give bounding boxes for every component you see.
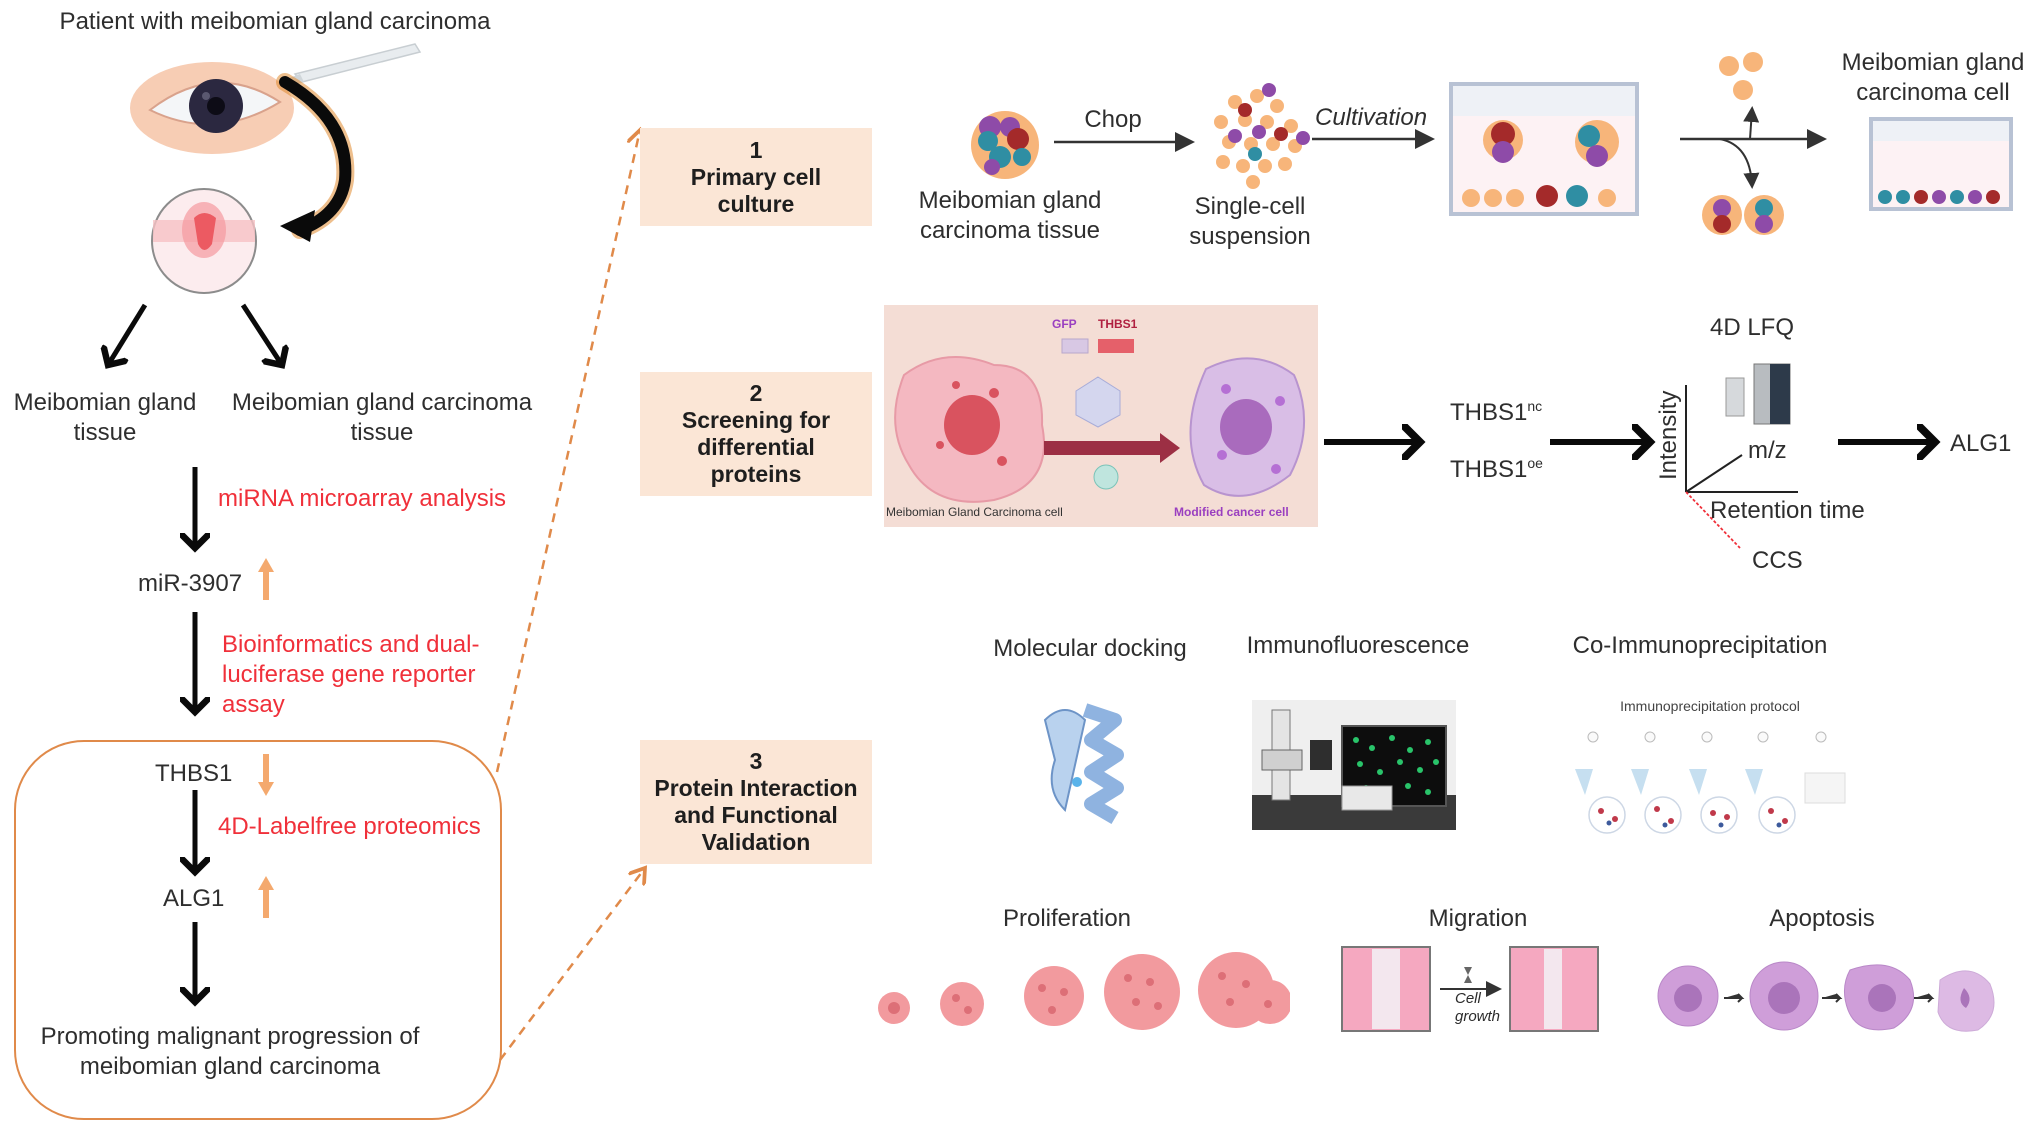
step-2-box: 2 Screening for differential proteins	[640, 372, 872, 496]
connector-to-step1	[495, 130, 640, 773]
alg1-label: ALG1	[163, 885, 225, 912]
wound-healing-icon	[1341, 946, 1599, 1032]
hourglass-icon	[1464, 967, 1472, 983]
axis-ccs-label: CCS	[1752, 547, 1803, 574]
step-3-number: 3	[749, 748, 763, 774]
chop-label: Chop	[1084, 106, 1142, 133]
proteomics-method-label: 4D-Labelfree proteomics	[218, 813, 481, 840]
step-1-box: 1 Primary cell culture	[640, 128, 872, 226]
ip-protocol-diagram	[1575, 731, 1846, 834]
lfq-axes	[1685, 385, 1798, 549]
transfection-panel: GFP THBS1 Meibomian Gland Carcinoma cell…	[884, 305, 1318, 527]
step-3-box: 3 Protein Interaction and Functional Val…	[640, 740, 872, 864]
virus-vector-icon	[1075, 376, 1121, 428]
proliferation-clusters-icon	[878, 952, 1290, 1030]
lesion-magnified-icon	[151, 188, 257, 294]
removed-fibroblasts-icon	[1719, 52, 1763, 100]
tissue-cluster-icon	[971, 111, 1039, 179]
assay-immunofluorescence-label: Immunofluorescence	[1246, 632, 1470, 659]
axis-intensity-label: Intensity	[1655, 390, 1682, 480]
modified-cell-label: Modified cancer cell	[1174, 505, 1289, 519]
lfq-result-alg1: ALG1	[1950, 430, 2012, 457]
assay-apoptosis-label: Apoptosis	[1769, 905, 1875, 932]
assay-coip-label: Co-Immunoprecipitation	[1572, 632, 1828, 659]
arrow-to-carcinoma-tissue	[240, 303, 282, 365]
mass-spectrometer-icon	[1725, 363, 1791, 425]
protein-docking-icon	[1043, 703, 1124, 825]
single-cell-suspension-icon	[1214, 83, 1310, 189]
patient-title: Patient with meibomian gland carcinoma	[59, 8, 491, 35]
ip-protocol-title: Immunoprecipitation protocol	[1620, 698, 1800, 714]
gfp-label: GFP	[1052, 317, 1077, 331]
fluorescence-microscope-icon	[1252, 700, 1456, 830]
mir-up-arrow-icon	[258, 558, 274, 600]
arrow-to-normal-tissue	[108, 303, 148, 365]
apoptosis-stages-icon	[1657, 961, 1995, 1032]
group-oe-label: THBS1oe	[1450, 455, 1543, 483]
curved-arrow-icon	[279, 76, 352, 236]
axis-mz-label: m/z	[1748, 437, 1787, 464]
thbs1-down-arrow-icon	[258, 754, 274, 796]
mir-3907-label: miR-3907	[138, 570, 243, 597]
thbs1-vector-label: THBS1	[1098, 317, 1138, 331]
step-1-number: 1	[749, 136, 763, 163]
assay-migration-label: Migration	[1428, 905, 1528, 932]
thbs1-label: THBS1	[155, 760, 233, 787]
mgc-cell-label: Meibomian Gland Carcinoma cell	[886, 505, 1063, 519]
assay-molecular-docking-label: Molecular docking	[993, 635, 1187, 662]
eye-illustration	[130, 43, 422, 294]
axis-retention-label: Retention time	[1710, 497, 1865, 524]
alg1-up-arrow-icon	[258, 876, 274, 918]
lfq-title: 4D LFQ	[1709, 314, 1795, 341]
key-pathway-box	[14, 740, 502, 1120]
removed-clusters-icon	[1702, 195, 1784, 235]
group-nc-label: THBS1nc	[1450, 398, 1543, 426]
step-2-number: 2	[749, 380, 763, 406]
connector-to-step3	[499, 868, 645, 1061]
culture-dish-icon	[1449, 82, 1639, 216]
mirna-method-label: miRNA microarray analysis	[218, 485, 507, 512]
transfect-arrow	[1044, 441, 1164, 455]
bioinformatics-method-label: Bioinformatics and dual- luciferase gene…	[222, 631, 480, 718]
assay-proliferation-label: Proliferation	[1002, 905, 1132, 932]
pure-culture-dish-icon	[1869, 117, 2013, 211]
cultivation-label: Cultivation	[1315, 104, 1428, 131]
